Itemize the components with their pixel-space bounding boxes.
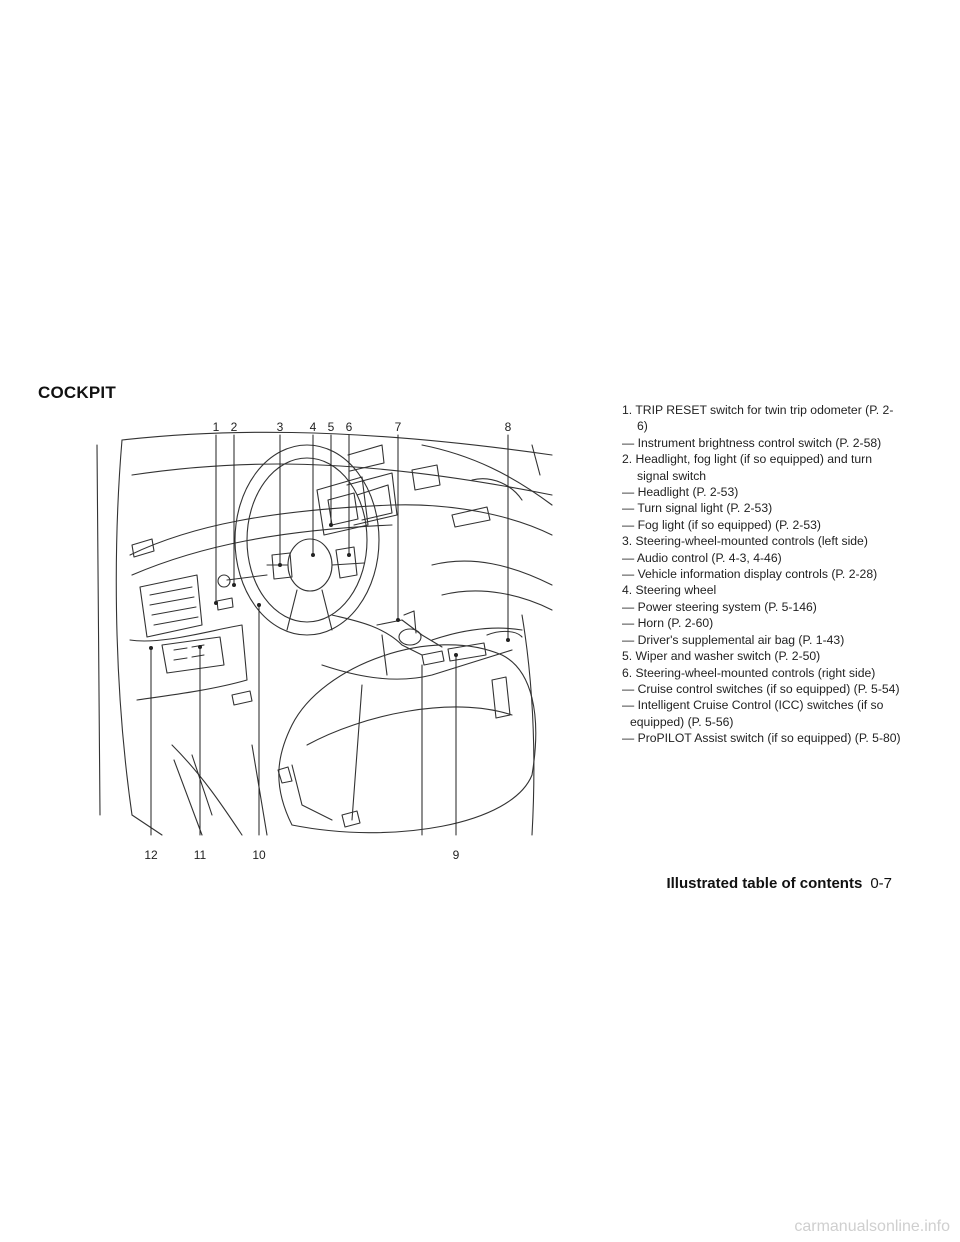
- callout-5: 5: [328, 420, 335, 434]
- list-item-title: 2. Headlight, fog light (if so equipped)…: [622, 452, 873, 483]
- list-item-reference: — Driver's supplemental air bag (P. 1-43…: [622, 632, 845, 647]
- callout-dots: [149, 523, 510, 657]
- list-item-title: 3. Steering-wheel-mounted controls (left…: [622, 534, 868, 549]
- callout-7: 7: [395, 420, 402, 434]
- callout-leaders: [150, 434, 509, 836]
- component-list: 1. TRIP RESET switch for twin trip odome…: [622, 402, 902, 747]
- list-item: 5. Wiper and washer switch (P. 2-50): [622, 648, 902, 664]
- list-item: 3. Steering-wheel-mounted controls (left…: [622, 533, 902, 582]
- cockpit-illustration: 1 2 3 4 5 6 7 8 12 11 10 9: [92, 415, 558, 865]
- list-item-reference: — Turn signal light (P. 2-53): [622, 501, 773, 516]
- list-item: 4. Steering wheel — Power steering syste…: [622, 582, 902, 648]
- list-item-title: 1. TRIP RESET switch for twin trip odome…: [622, 403, 894, 434]
- callout-2: 2: [231, 420, 238, 434]
- callout-10: 10: [252, 848, 266, 862]
- list-item-reference: — Fog light (if so equipped) (P. 2-53): [622, 517, 821, 532]
- section-title: COCKPIT: [38, 383, 116, 402]
- list-item-reference: — Audio control (P. 4-3, 4-46): [622, 550, 782, 565]
- callout-1: 1: [213, 420, 220, 434]
- page-footer: Illustrated table of contents 0-7: [666, 875, 892, 892]
- cockpit-line-art: [96, 431, 553, 836]
- list-item-title: 4. Steering wheel: [622, 583, 717, 598]
- list-item: 6. Steering-wheel-mounted controls (righ…: [622, 665, 902, 747]
- callout-12: 12: [144, 848, 158, 862]
- list-item-reference: — Vehicle information display controls (…: [622, 567, 878, 582]
- callout-3: 3: [277, 420, 284, 434]
- list-item: 2. Headlight, fog light (if so equipped)…: [622, 451, 902, 533]
- callout-8: 8: [505, 420, 512, 434]
- watermark: carmanualsonline.info: [794, 1218, 950, 1235]
- callout-9: 9: [453, 848, 460, 862]
- page-number: 0-7: [870, 875, 892, 892]
- list-item-reference: — ProPILOT Assist switch (if so equipped…: [622, 731, 901, 746]
- list-item-reference: — Headlight (P. 2-53): [622, 485, 739, 500]
- callout-6: 6: [346, 420, 353, 434]
- list-item-title: 6. Steering-wheel-mounted controls (righ…: [622, 665, 876, 680]
- list-item-title: 5. Wiper and washer switch (P. 2-50): [622, 649, 821, 664]
- callout-4: 4: [310, 420, 317, 434]
- footer-title: Illustrated table of contents: [666, 875, 863, 892]
- list-item: 1. TRIP RESET switch for twin trip odome…: [622, 402, 902, 451]
- list-item-reference: — Instrument brightness control switch (…: [622, 435, 882, 450]
- callout-11: 11: [194, 848, 207, 862]
- list-item-reference: — Power steering system (P. 5-146): [622, 599, 817, 614]
- list-item-reference: — Cruise control switches (if so equippe…: [622, 681, 900, 696]
- list-item-reference: — Horn (P. 2-60): [622, 616, 714, 631]
- list-item-reference: — Intelligent Cruise Control (ICC) switc…: [622, 698, 884, 729]
